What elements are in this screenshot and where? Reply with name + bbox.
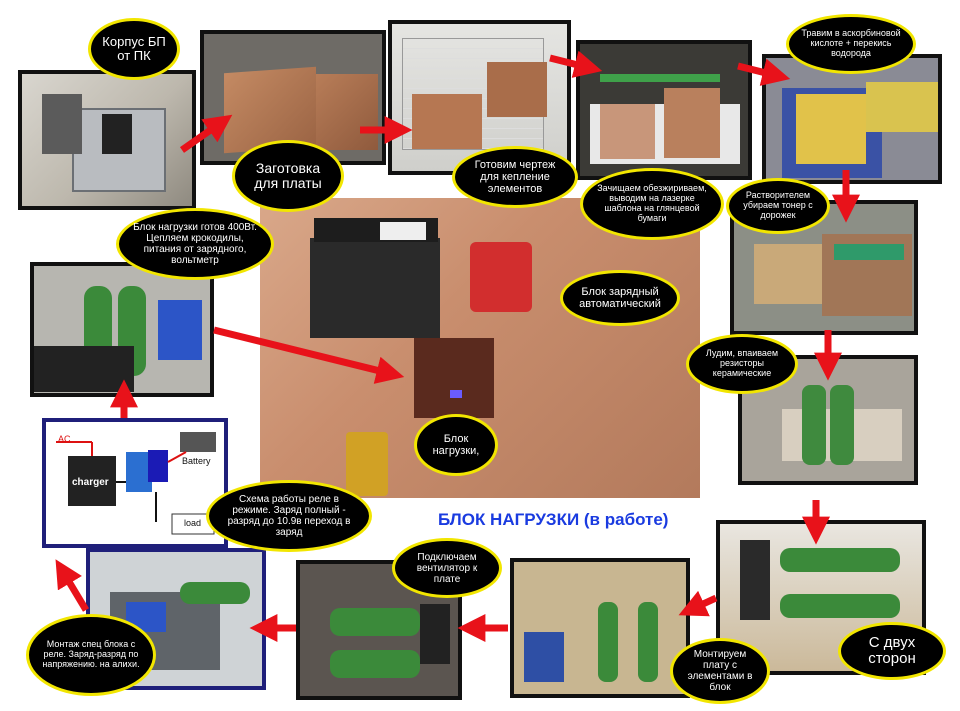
caption-drawing: Готовим чертеж для кепление элементов [452, 146, 578, 208]
photo-fan [296, 560, 462, 700]
ac-label: AC [58, 434, 71, 444]
load-label: load [184, 518, 202, 528]
caption-mount-board: Монтируем плату с элементами в блок [670, 638, 770, 704]
caption-degrease: Зачищаем обезжириваем, выводим на лазерк… [580, 168, 724, 240]
arrow-1 [179, 114, 233, 153]
photo-mount-board [510, 558, 690, 698]
arrow-11 [55, 559, 90, 612]
photo-psu-case [18, 70, 196, 210]
scheme-wiring [56, 432, 216, 535]
caption-load-ready: Блок нагрузки готов 400Вт. Цепляем кроко… [116, 208, 274, 280]
photo-blank-boards [200, 30, 386, 165]
photo-degrease [576, 40, 752, 180]
arrow-8 [678, 590, 718, 617]
caption-tin: Лудим, впаиваем резисторы керамические [686, 334, 798, 394]
page-title: БЛОК НАГРУЗКИ (в работе) [438, 510, 669, 529]
caption-scheme: Схема работы реле в режиме. Заряд полный… [206, 480, 372, 552]
caption-solvent: Растворителем убираем тонер с дорожек [726, 178, 830, 234]
caption-psu-case: Корпус БП от ПК [88, 18, 180, 80]
scheme-diagram: AC charger Battery load [42, 418, 228, 548]
caption-relay: Монтаж спец блока с реле. Заряд-разряд п… [26, 614, 156, 696]
arrow-3 [549, 50, 603, 78]
charger-label: charger [72, 477, 109, 488]
caption-etch: Травим в аскорбиновой кислоте + перекись… [786, 14, 916, 74]
photo-solvent [730, 200, 918, 335]
caption-blank: Заготовка для платы [232, 140, 344, 212]
caption-charger-unit: Блок зарядный автоматический [560, 270, 680, 326]
caption-both-sides: С двух сторон [838, 622, 946, 680]
caption-load-unit: Блок нагрузки, [414, 414, 498, 476]
arrow-4 [737, 58, 791, 86]
arrow-13 [213, 326, 405, 384]
battery-label: Battery [182, 456, 211, 466]
caption-fan: Подключаем вентилятор к плате [392, 538, 502, 598]
